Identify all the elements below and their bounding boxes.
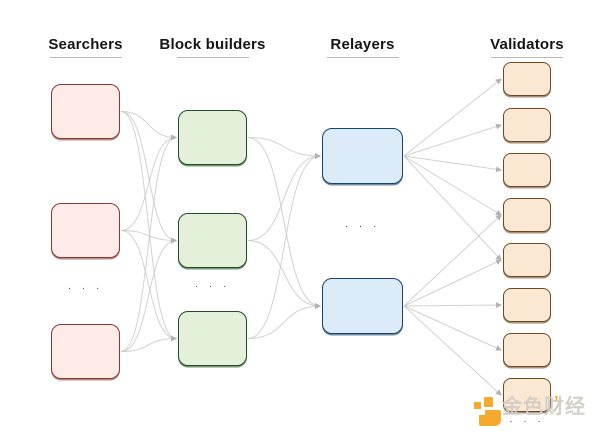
validators-ellipsis: · · · (509, 416, 545, 427)
searchers-node-2 (51, 203, 120, 258)
validators-node-3 (503, 153, 551, 187)
edge-builders-1-to-relayers-2 (247, 137, 321, 309)
jinse-logo-icon (472, 396, 502, 426)
column-title-underline-builders (176, 57, 249, 58)
relayers-node-1 (322, 128, 403, 184)
jinse-logo-icon-notch (479, 410, 485, 415)
edge-searchers-3-to-builders-2 (120, 237, 177, 352)
builders-ellipsis: · · · (194, 281, 231, 292)
validators-node-8 (503, 378, 551, 412)
validators-node-1 (503, 62, 551, 96)
jinse-logo-accent-mark: ʼ (554, 394, 560, 411)
edge-relayers-2-to-validators-6 (403, 302, 502, 309)
validators-node-2 (503, 108, 551, 142)
validators-node-4 (503, 198, 551, 232)
builders-node-2 (178, 213, 247, 268)
column-title-validators: Validators (490, 36, 564, 53)
column-title-searchers: Searchers (48, 36, 123, 53)
searchers-node-1 (51, 84, 120, 139)
edge-builders-2-to-relayers-1 (247, 153, 321, 241)
edge-searchers-2-to-builders-1 (120, 134, 177, 231)
column-title-underline-validators (491, 57, 563, 58)
jinse-logo-icon-square-small (474, 402, 481, 409)
edge-relayers-2-to-validators-8 (403, 305, 502, 396)
builders-node-1 (178, 110, 247, 165)
edge-relayers-1-to-validators-2 (403, 123, 502, 157)
edge-searchers-1-to-builders-2 (120, 111, 177, 244)
edge-relayers-2-to-validators-7 (403, 305, 502, 351)
jinse-logo-text: 金色财经 ʼ (502, 394, 586, 420)
column-title-builders: Block builders (159, 36, 266, 53)
edge-searchers-3-to-builders-1 (120, 134, 177, 352)
edge-searchers-1-to-builders-3 (120, 111, 177, 342)
edge-relayers-1-to-validators-5 (403, 155, 502, 261)
searchers-ellipsis: · · · (67, 283, 104, 294)
edge-builders-2-to-relayers-2 (247, 240, 321, 309)
validators-node-7 (503, 333, 551, 367)
searchers-node-3 (51, 324, 120, 379)
validators-node-6 (503, 288, 551, 322)
edge-builders-1-to-relayers-1 (247, 137, 321, 159)
relayers-ellipsis: · · · (344, 221, 381, 232)
edge-searchers-3-to-builders-3 (120, 335, 177, 352)
edge-relayers-1-to-validators-4 (403, 155, 502, 216)
edge-searchers-2-to-builders-2 (120, 230, 177, 244)
edge-relayers-2-to-validators-4 (403, 214, 502, 307)
edge-builders-3-to-relayers-1 (247, 153, 321, 339)
relayers-node-2 (322, 278, 403, 334)
jinse-logo-text-label: 金色财经 (502, 396, 586, 418)
jinse-logo-icon-square-top (484, 397, 493, 407)
builders-node-3 (178, 311, 247, 366)
validators-node-5 (503, 243, 551, 277)
edge-searchers-2-to-builders-3 (120, 230, 177, 342)
jinse-logo: 金色财经 ʼ (472, 394, 586, 426)
edge-relayers-2-to-validators-5 (403, 259, 502, 307)
column-title-relayers: Relayers (330, 36, 395, 53)
edge-relayers-1-to-validators-1 (403, 78, 502, 157)
edge-builders-3-to-relayers-2 (247, 303, 321, 339)
column-title-underline-searchers (49, 57, 122, 58)
column-title-underline-relayers (326, 57, 399, 58)
edge-searchers-1-to-builders-1 (120, 111, 177, 141)
edge-relayers-1-to-validators-3 (403, 155, 502, 173)
